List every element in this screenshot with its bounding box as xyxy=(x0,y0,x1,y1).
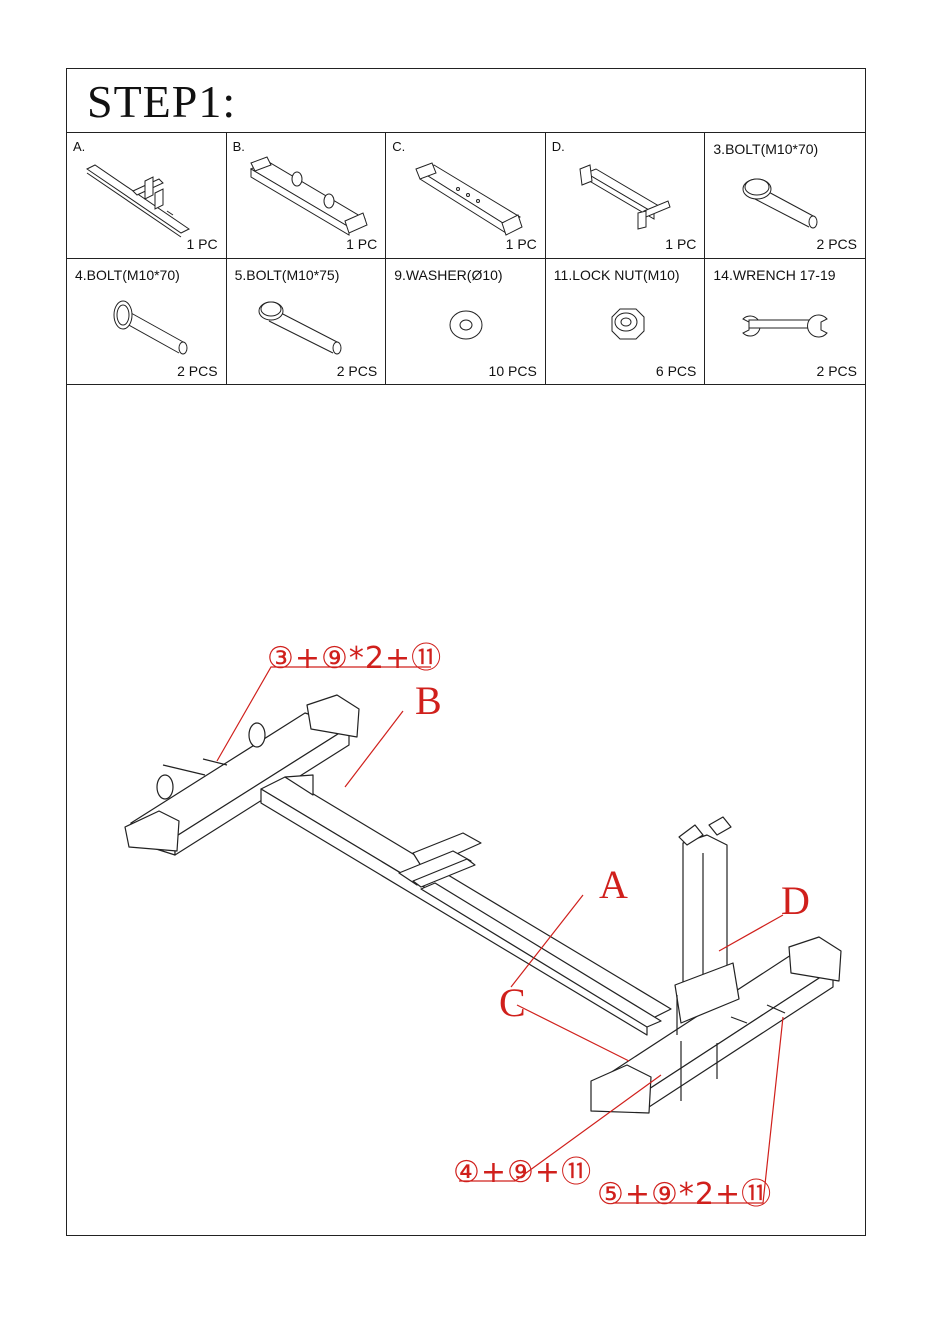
label-c: C xyxy=(499,979,526,1026)
part-label: D. xyxy=(552,139,565,154)
leader-d xyxy=(719,915,783,951)
rear-foot-left xyxy=(125,811,179,851)
part-label: 14.WRENCH 17-19 xyxy=(713,267,835,283)
part-quantity: 1 PC xyxy=(346,236,377,252)
part-label: C. xyxy=(392,139,405,154)
part-quantity: 2 PCS xyxy=(817,236,857,252)
part-quantity: 2 PCS xyxy=(817,363,857,379)
part-quantity: 10 PCS xyxy=(489,363,537,379)
callout-top: ③+⑨*2+⑪ xyxy=(267,633,442,677)
part-quantity: 2 PCS xyxy=(337,363,377,379)
part-label: A. xyxy=(73,139,85,154)
part-quantity: 6 PCS xyxy=(656,363,696,379)
callout-bottom-right: ⑤+⑨*2+⑪ xyxy=(597,1169,772,1213)
assembly-diagram: ③+⑨*2+⑪ B A D C ④+⑨+⑪ ⑤+⑨*2+⑪ xyxy=(67,385,865,1235)
part-cell: 4.BOLT(M10*70) 2 PCS xyxy=(67,259,227,385)
callout-bottom-left: ④+⑨+⑪ xyxy=(453,1147,592,1191)
part-cell: 9.WASHER(Ø10) 10 PCS xyxy=(386,259,546,385)
part-quantity: 2 PCS xyxy=(177,363,217,379)
part-cell: B. 1 PC xyxy=(227,133,387,259)
part-cell: D. 1 PC xyxy=(546,133,706,259)
part-cell: 3.BOLT(M10*70) 2 PCS xyxy=(705,133,865,259)
part-label: 3.BOLT(M10*70) xyxy=(713,141,818,157)
part-label: 5.BOLT(M10*75) xyxy=(235,267,340,283)
assembly-drawing xyxy=(67,385,865,1235)
part-quantity: 1 PC xyxy=(665,236,696,252)
parts-list: A. 1 PC B. 1 PC xyxy=(67,133,865,385)
part-label: B. xyxy=(233,139,245,154)
part-cell: A. 1 PC xyxy=(67,133,227,259)
label-d: D xyxy=(781,877,810,924)
part-cell: 14.WRENCH 17-19 2 PCS xyxy=(705,259,865,385)
label-b: B xyxy=(415,677,442,724)
title-row: STEP1: xyxy=(67,69,865,133)
step-title: STEP1: xyxy=(87,75,236,128)
part-cell: 11.LOCK NUT(M10) 6 PCS xyxy=(546,259,706,385)
instruction-frame: STEP1: A. 1 PC xyxy=(66,68,866,1236)
part-cell: 5.BOLT(M10*75) 2 PCS xyxy=(227,259,387,385)
part-quantity: 1 PC xyxy=(186,236,217,252)
part-quantity: 1 PC xyxy=(506,236,537,252)
part-label: 9.WASHER(Ø10) xyxy=(394,267,502,283)
part-cell: C. 1 PC xyxy=(386,133,546,259)
part-label: 4.BOLT(M10*70) xyxy=(75,267,180,283)
part-label: 11.LOCK NUT(M10) xyxy=(554,267,680,283)
label-a: A xyxy=(599,861,628,908)
